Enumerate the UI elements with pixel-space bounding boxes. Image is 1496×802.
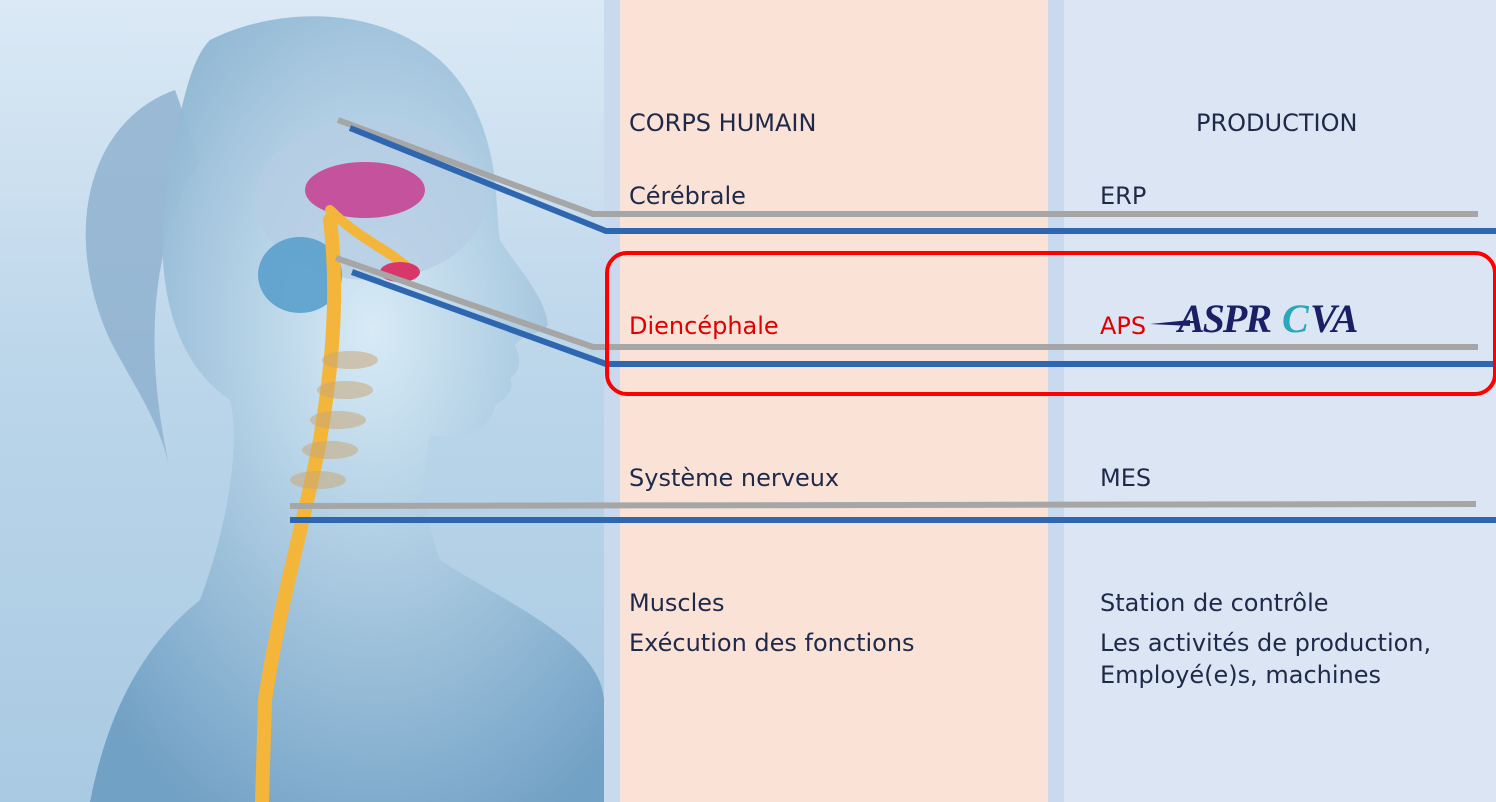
bottom-label-muscles: Muscles (629, 587, 725, 619)
row-label-cerebrale: Cérébrale (629, 180, 746, 212)
bottom-label-employes: Employé(e)s, machines (1100, 659, 1381, 691)
row-label-erp: ERP (1100, 180, 1146, 212)
svg-text:VA: VA (1310, 296, 1358, 341)
connector-systeme-nerveux (290, 504, 1496, 520)
asprova-logo: ASPR C VA (1150, 290, 1370, 342)
bottom-label-station: Station de contrôle (1100, 587, 1329, 619)
row-label-mes: MES (1100, 462, 1151, 494)
row-label-systeme-nerveux: Système nerveux (629, 462, 839, 494)
svg-text:C: C (1282, 296, 1310, 341)
header-human-body: CORPS HUMAIN (629, 107, 816, 139)
header-production: PRODUCTION (1196, 107, 1357, 139)
bottom-label-activites: Les activités de production, (1100, 627, 1431, 659)
svg-text:ASPR: ASPR (1175, 296, 1271, 341)
bottom-label-execution: Exécution des fonctions (629, 627, 915, 659)
